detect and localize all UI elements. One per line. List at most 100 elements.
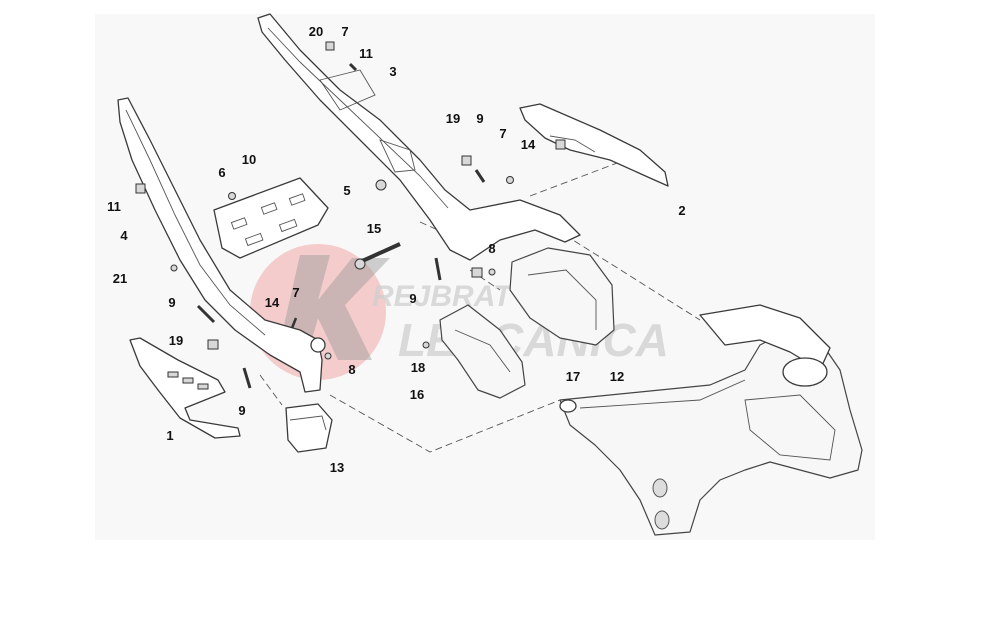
part-1-side-cover <box>129 337 241 439</box>
part-3-upper-rail <box>257 13 581 261</box>
washer-icon <box>324 352 332 360</box>
callout-11: 11 <box>359 46 373 61</box>
plate-slot <box>278 218 298 233</box>
callout-10: 10 <box>242 152 256 167</box>
cover-body <box>439 304 526 399</box>
rail-body <box>257 13 581 261</box>
rail-detail <box>319 69 376 111</box>
plate-slot <box>260 202 278 215</box>
callout-9: 9 <box>168 295 175 310</box>
frame-detail <box>579 379 746 409</box>
cover-body <box>519 103 669 187</box>
nut-icon <box>207 339 219 350</box>
callout-9: 9 <box>238 403 245 418</box>
cover-detail <box>549 135 596 153</box>
frame-detail <box>744 394 836 461</box>
washer-icon <box>170 264 178 272</box>
rail-detail <box>267 27 449 209</box>
housing-detail <box>527 269 597 330</box>
cover-slot <box>197 383 209 390</box>
bolt-icon <box>242 367 252 389</box>
callout-3: 3 <box>389 64 396 79</box>
cover-detail <box>454 329 511 373</box>
callout-4: 4 <box>120 228 128 243</box>
nut-icon <box>135 183 146 194</box>
bolt-icon <box>196 304 216 324</box>
callout-5: 5 <box>343 183 350 198</box>
bolt-icon <box>348 62 358 72</box>
rail-detail <box>379 139 416 173</box>
callout-9: 9 <box>409 291 416 306</box>
hardware <box>135 41 566 389</box>
part-2-side-cover <box>519 103 669 187</box>
frame-pivot <box>559 399 577 413</box>
callout-2: 2 <box>678 203 685 218</box>
callout-16: 16 <box>410 387 424 402</box>
plate-body <box>213 177 329 259</box>
callout-7: 7 <box>341 24 348 39</box>
callout-19: 19 <box>169 333 183 348</box>
callout-8: 8 <box>488 241 495 256</box>
nut-icon <box>555 139 566 150</box>
plate-slot <box>288 193 306 206</box>
frame-body <box>559 329 863 536</box>
callout-12: 12 <box>610 369 624 384</box>
watermark-line2: LECCANICA <box>398 314 669 366</box>
part-10-plate <box>213 177 329 259</box>
cover-body <box>129 337 241 439</box>
callout-19: 19 <box>446 111 460 126</box>
callout-14: 14 <box>521 137 536 152</box>
cover-slot <box>167 371 179 378</box>
washer-icon <box>422 341 430 349</box>
callout-20: 20 <box>309 24 323 39</box>
part-13-bracket <box>285 403 333 453</box>
bolt-icon <box>359 242 401 264</box>
dash-line <box>259 374 283 406</box>
washer-icon <box>228 192 236 200</box>
callout-6: 6 <box>218 165 225 180</box>
callout-14: 14 <box>265 295 280 310</box>
bolt-icon <box>434 257 442 281</box>
bolt-icon <box>474 169 486 183</box>
watermark-line1: REJBRAT <box>372 280 514 313</box>
washer-icon <box>488 268 496 276</box>
part-4-left-rail <box>117 97 326 393</box>
dash-line <box>329 394 561 453</box>
callout-17: 17 <box>566 369 580 384</box>
nut-icon <box>375 179 387 191</box>
bolt-icon <box>290 317 298 329</box>
rail-boss <box>310 337 326 353</box>
callout-8: 8 <box>348 362 355 377</box>
cover-slot <box>182 377 194 384</box>
frame-hole <box>652 478 668 498</box>
part-12-housing <box>509 247 615 346</box>
callout-9: 9 <box>476 111 483 126</box>
dash-line <box>529 159 626 197</box>
nut-icon <box>325 41 335 51</box>
nut-icon <box>461 155 472 166</box>
rail-body <box>117 97 323 393</box>
plate-slot <box>244 232 264 247</box>
rail-detail <box>125 109 266 336</box>
nut-icon <box>471 267 483 278</box>
bracket-detail <box>289 415 327 431</box>
callout-7: 7 <box>499 126 506 141</box>
callout-11: 11 <box>107 199 121 214</box>
callout-1: 1 <box>166 428 173 443</box>
washer-icon <box>506 176 514 184</box>
callout-13: 13 <box>330 460 344 475</box>
dash-line <box>564 234 701 321</box>
callout-21: 21 <box>113 271 127 286</box>
frame-steering-head <box>782 357 828 387</box>
callouts: 20 7 11 3 19 9 7 14 2 10 6 5 11 4 15 8 9… <box>107 24 685 475</box>
plate-slot <box>230 217 248 230</box>
frame-hole <box>654 510 670 530</box>
bolt-head-icon <box>354 258 366 270</box>
callout-7: 7 <box>292 285 299 300</box>
callout-15: 15 <box>367 221 381 236</box>
part-16-cover <box>439 304 526 399</box>
main-frame <box>559 304 863 536</box>
callout-18: 18 <box>411 360 425 375</box>
housing-body <box>509 247 615 346</box>
